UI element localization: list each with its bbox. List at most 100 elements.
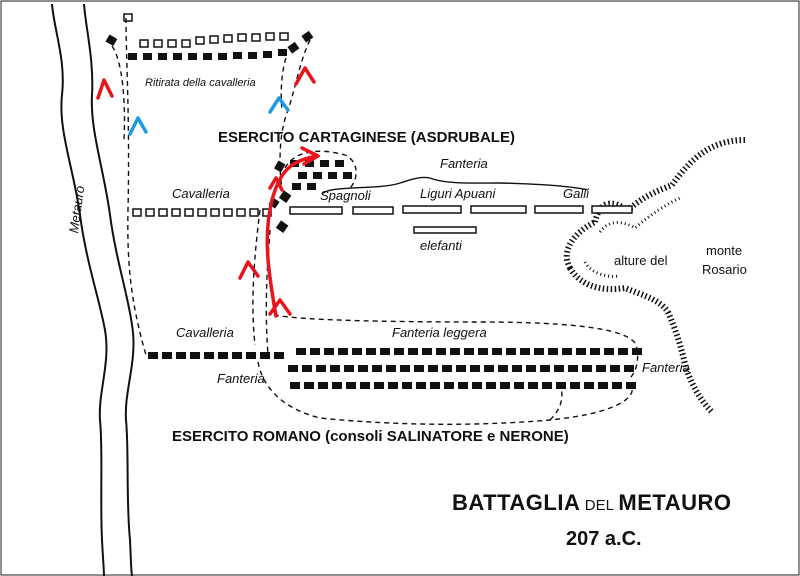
roman-infantry-block — [316, 365, 326, 372]
roman-infantry-block — [520, 348, 530, 355]
roman-infantry-block — [430, 382, 440, 389]
roman-infantry-block — [570, 382, 580, 389]
roman-infantry-block — [450, 348, 460, 355]
heights-label: alture del — [614, 253, 668, 268]
carthaginian-army-label: ESERCITO CARTAGINESE (ASDRUBALE) — [218, 129, 515, 146]
roman-infantry-block — [442, 365, 452, 372]
roman-infantry-block — [492, 348, 502, 355]
roman-infantry-block — [372, 365, 382, 372]
roman-infantry-block — [626, 382, 636, 389]
roman-infantry-block — [400, 365, 410, 372]
roman-infantry-block — [582, 365, 592, 372]
roman-army-label: ESERCITO ROMANO (consoli SALINATORE e NE… — [172, 428, 569, 445]
title-word-del: DEL — [584, 497, 614, 514]
title-word-metauro: METAURO — [618, 490, 732, 515]
carthaginian-infantry-label: Fanteria — [440, 156, 488, 171]
roman-infantry-block — [402, 382, 412, 389]
roman-infantry-block — [598, 382, 608, 389]
roman-infantry-block — [296, 348, 306, 355]
carthaginian-infantry-line — [289, 205, 633, 215]
roman-infantry-block — [528, 382, 538, 389]
roman-infantry-block — [542, 382, 552, 389]
title-word-battaglia: BATTAGLIA — [452, 490, 581, 515]
elephants-label: elefanti — [420, 238, 462, 253]
roman-infantry-block — [380, 348, 390, 355]
elephants-unit — [413, 226, 477, 234]
roman-infantry-block — [514, 382, 524, 389]
roman-infantry-left-label: Fanteria — [217, 371, 265, 386]
roman-infantry-block — [302, 365, 312, 372]
roman-infantry-block — [422, 348, 432, 355]
roman-infantry-block — [352, 348, 362, 355]
roman-infantry-block — [576, 348, 586, 355]
galli-label: Galli — [563, 186, 590, 201]
roman-infantry-block — [624, 365, 634, 372]
roman-infantry-block — [324, 348, 334, 355]
roman-infantry-block — [610, 365, 620, 372]
roman-infantry-block — [568, 365, 578, 372]
roman-infantry-block — [512, 365, 522, 372]
roman-light-infantry-label: Fanteria leggera — [392, 325, 487, 340]
roman-infantry-block — [506, 348, 516, 355]
roman-cavalry-line — [148, 352, 284, 359]
roman-infantry-right-label: Fanteria — [642, 360, 690, 375]
roman-infantry-block — [428, 365, 438, 372]
roman-infantry-block — [346, 382, 356, 389]
carthaginian-cavalry-left-wing — [132, 208, 272, 217]
roman-cavalry-label: Cavalleria — [176, 325, 234, 340]
roman-infantry-block — [358, 365, 368, 372]
roman-infantry-block — [366, 348, 376, 355]
roman-infantry-block — [394, 348, 404, 355]
roman-infantry-block — [556, 382, 566, 389]
roman-infantry-block — [612, 382, 622, 389]
roman-infantry-block — [548, 348, 558, 355]
roman-infantry-block — [472, 382, 482, 389]
roman-infantry-block — [436, 348, 446, 355]
monte-rosario-heights — [563, 137, 746, 415]
roman-infantry-block — [386, 365, 396, 372]
roman-infantry-block — [562, 348, 572, 355]
roman-infantry-rows — [288, 348, 642, 389]
map-title: BATTAGLIA DEL METAURO — [452, 490, 732, 516]
roman-infantry-block — [374, 382, 384, 389]
river-metauro — [51, 3, 135, 576]
roman-infantry-block — [526, 365, 536, 372]
roman-infantry-block — [484, 365, 494, 372]
roman-infantry-block — [444, 382, 454, 389]
roman-infantry-block — [554, 365, 564, 372]
liguri-apuani-label: Liguri Apuani — [420, 186, 496, 201]
roman-infantry-block — [344, 365, 354, 372]
roman-infantry-block — [618, 348, 628, 355]
roman-infantry-block — [584, 382, 594, 389]
carthaginian-cavalry-label: Cavalleria — [172, 186, 230, 201]
infantry-bracket — [321, 176, 589, 195]
roman-infantry-block — [590, 348, 600, 355]
roman-infantry-block — [500, 382, 510, 389]
blue-arrows — [128, 96, 290, 136]
roman-infantry-block — [464, 348, 474, 355]
roman-infantry-block — [458, 382, 468, 389]
map-date: 207 a.C. — [566, 528, 642, 550]
roman-infantry-block — [290, 382, 300, 389]
roman-infantry-block — [330, 365, 340, 372]
roman-infantry-block — [408, 348, 418, 355]
roman-infantry-block — [478, 348, 488, 355]
roman-infantry-block — [332, 382, 342, 389]
roman-infantry-block — [310, 348, 320, 355]
roman-infantry-block — [596, 365, 606, 372]
roman-infantry-block — [470, 365, 480, 372]
roman-infantry-block — [486, 382, 496, 389]
carthaginian-cavalry-top-black — [105, 30, 314, 60]
roman-infantry-block — [604, 348, 614, 355]
carthaginian-cavalry-top-line — [123, 13, 289, 48]
red-arrows — [96, 66, 320, 318]
roman-infantry-block — [338, 348, 348, 355]
rosario-label: Rosario — [702, 262, 747, 277]
roman-infantry-block — [456, 365, 466, 372]
roman-infantry-block — [288, 365, 298, 372]
spagnoli-label: Spagnoli — [320, 188, 371, 203]
monte-label: monte — [706, 243, 743, 258]
